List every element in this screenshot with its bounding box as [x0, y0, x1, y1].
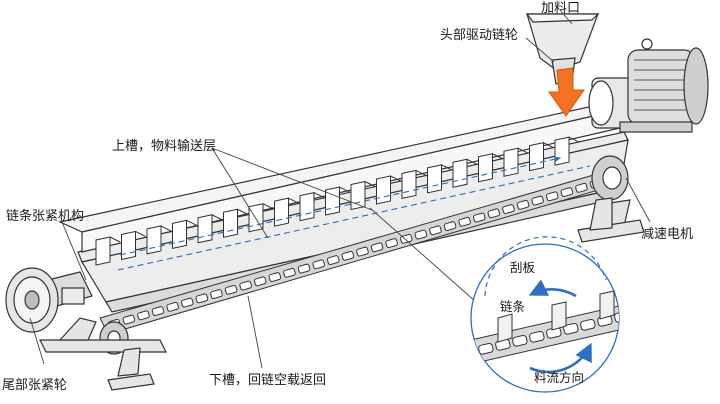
chain-link	[443, 221, 457, 232]
scraper-plate	[299, 191, 315, 222]
inset-flow-direction-label: 料流方向	[534, 370, 585, 385]
scraper-edge	[390, 175, 401, 182]
scraper-edge	[262, 203, 274, 210]
scraper-edge	[364, 181, 376, 187]
scraper-edge	[339, 186, 350, 193]
scraper-edge	[415, 169, 427, 176]
scraper-edge	[568, 136, 580, 143]
scraper-edge	[109, 236, 121, 243]
chain-link	[560, 187, 574, 198]
chain-link	[429, 225, 442, 236]
chain-link	[531, 195, 544, 206]
scraper-plates	[95, 136, 580, 266]
tail-tension-wheel	[5, 267, 129, 355]
scraper-edge	[492, 153, 503, 160]
leader-lines	[29, 9, 651, 369]
chain-link	[224, 284, 238, 295]
inset-chain-link	[478, 342, 494, 355]
scraper-plate	[452, 158, 468, 188]
feed-inlet-label: 加料口	[541, 1, 581, 16]
scraper-plate	[478, 153, 493, 183]
chain-link	[268, 272, 282, 283]
scraper-plate	[172, 219, 187, 249]
scraper-plate	[146, 225, 162, 255]
inset-chain-link	[614, 310, 619, 323]
lower-trough-label: 下槽，回链空载返回	[209, 373, 327, 388]
scraper-edge	[543, 142, 554, 149]
chain-link	[297, 263, 311, 274]
chain-link	[283, 267, 296, 278]
scraper-edge	[466, 158, 478, 165]
tail-sprocket-label: 尾部张紧轮	[2, 378, 68, 393]
inset-chain-link	[512, 334, 528, 347]
chain-link	[472, 212, 486, 223]
chain-link	[195, 293, 209, 304]
scraper-plate	[197, 214, 213, 244]
chain-link	[370, 242, 384, 253]
chain-link	[137, 310, 150, 321]
scraper-plate	[121, 230, 136, 261]
scraper-edge	[288, 197, 299, 204]
chain-link	[239, 280, 252, 291]
scraper-plate	[401, 169, 417, 200]
scraper-plate	[503, 147, 519, 177]
scraper-plate	[95, 236, 111, 266]
inset-scraper-label: 刮板	[510, 260, 536, 275]
chain-link	[151, 306, 165, 317]
chain-link	[326, 255, 340, 266]
scraper-edge	[237, 208, 248, 215]
scraper-edge	[160, 225, 172, 232]
chain-link	[210, 289, 223, 300]
chain-link	[166, 301, 179, 312]
inset-chain-link	[529, 330, 545, 343]
scraper-edge	[186, 219, 197, 226]
scraper-plate	[223, 208, 238, 238]
chain-link	[575, 182, 588, 193]
scraper-plate	[248, 203, 264, 233]
scraper-edge	[135, 231, 146, 237]
scraper-plate	[427, 164, 442, 194]
scraper-edge	[211, 214, 223, 221]
chain-link	[341, 250, 355, 261]
scraper-plate	[376, 175, 391, 205]
chain-link	[487, 208, 501, 219]
chain-link	[399, 233, 413, 244]
chain-link	[458, 216, 471, 227]
inset-chain-link	[563, 322, 579, 335]
chain-link	[180, 297, 194, 308]
scraper-edge	[517, 147, 529, 154]
chain-link	[312, 259, 325, 270]
chain-link	[356, 246, 369, 257]
scraper-plate	[554, 136, 570, 166]
scraper-plate	[529, 142, 544, 172]
inset-chain-label: 链条	[500, 299, 526, 314]
inset-chain-link	[580, 318, 596, 331]
scraper-plate	[350, 180, 366, 211]
scraper-edge	[441, 164, 452, 171]
support-legs	[39, 197, 645, 391]
scraper-edge	[313, 192, 325, 199]
upper-trough-label: 上槽，物料输送层	[112, 139, 217, 154]
flow-paths	[117, 156, 591, 271]
reducer-motor-label: 减速电机	[641, 227, 694, 242]
feed-arrow	[548, 67, 585, 117]
scraper-plate	[274, 197, 289, 227]
tension-mechanism-label: 链条张紧机构	[6, 209, 85, 224]
chain-link	[385, 238, 398, 249]
reducer-motor	[588, 38, 709, 133]
chain-link	[122, 314, 136, 325]
head-sprocket-label: 头部驱动链轮	[440, 28, 519, 43]
chain-link	[545, 191, 559, 202]
chain-link	[253, 276, 267, 287]
chain-link	[414, 229, 428, 240]
chain-link	[516, 199, 530, 210]
detail-inset	[470, 236, 620, 393]
chain-link	[502, 204, 515, 215]
scraper-plate	[325, 186, 340, 216]
